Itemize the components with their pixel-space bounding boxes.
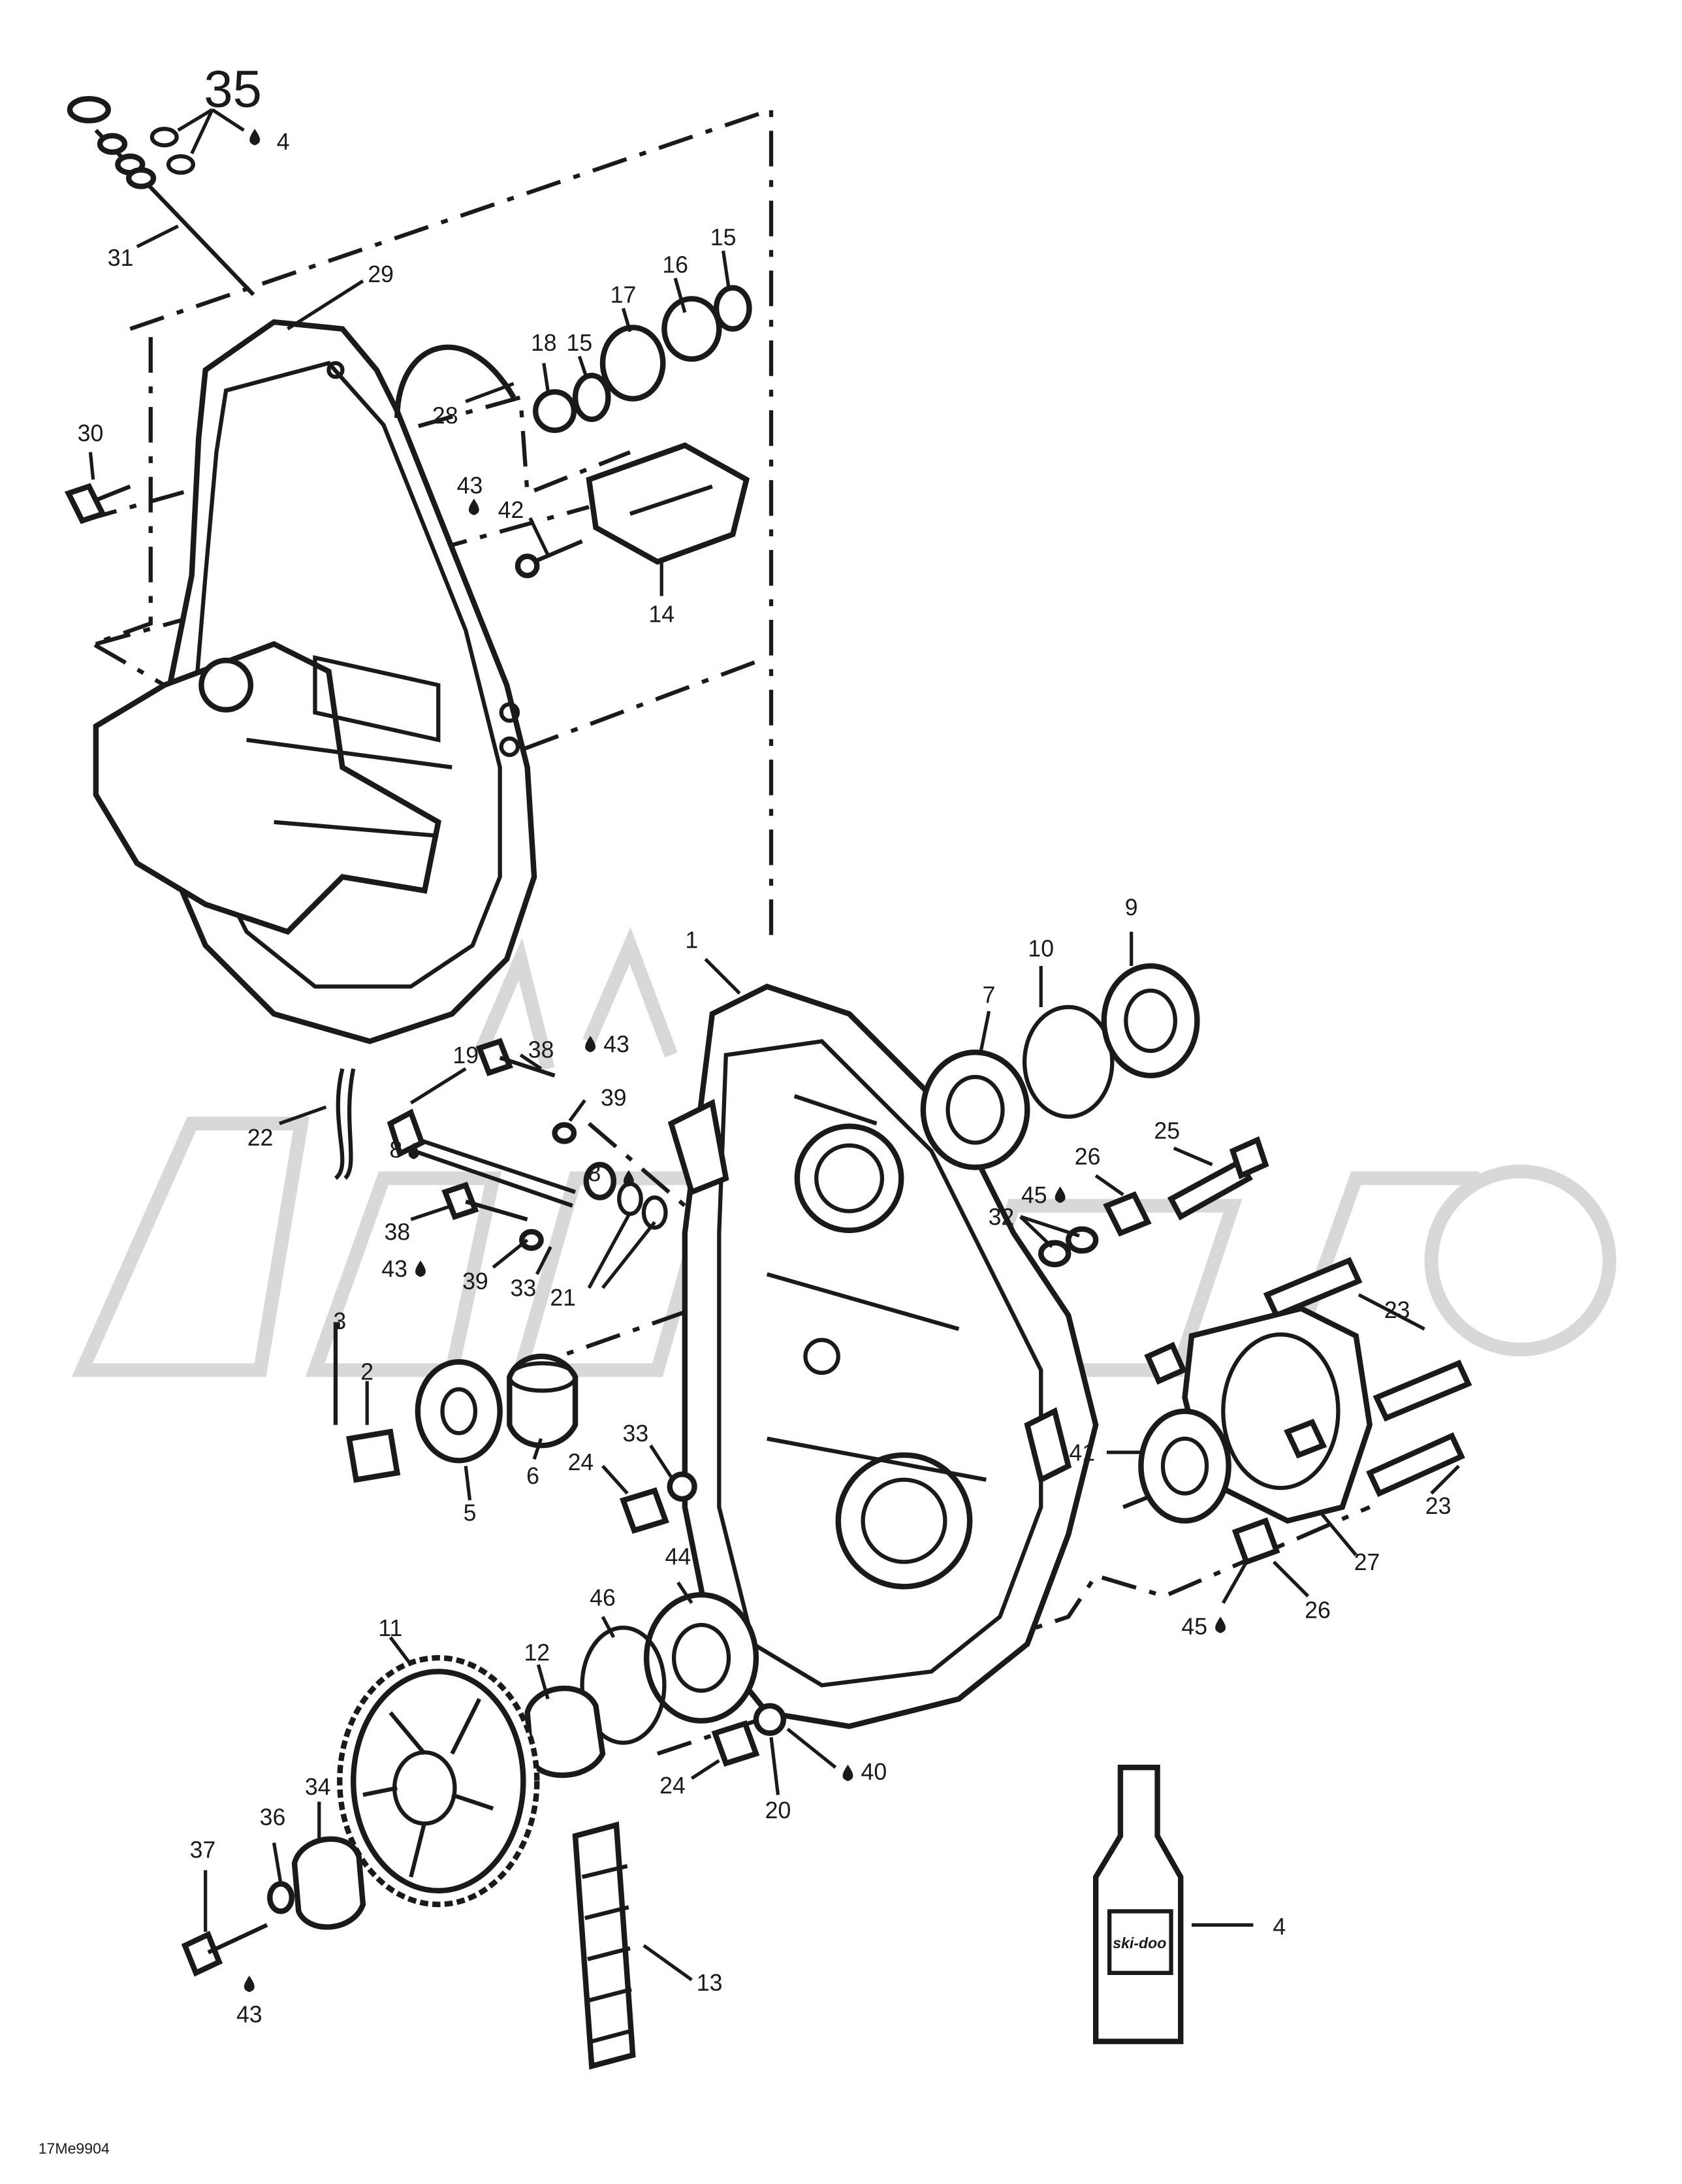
- callout-32: 32: [989, 1204, 1015, 1230]
- oil-drop-icon: [408, 1142, 419, 1159]
- callout-33: 33: [623, 1421, 649, 1447]
- callout-18: 18: [531, 330, 557, 356]
- callout-25: 25: [1154, 1117, 1180, 1144]
- callout-7: 7: [983, 982, 996, 1008]
- chaincase-housing: [667, 983, 1099, 1729]
- oil-drop-icons: [244, 129, 1226, 1993]
- callout-20: 20: [765, 1797, 791, 1823]
- callout-36: 36: [260, 1804, 286, 1830]
- callout-2: 2: [360, 1359, 373, 1385]
- callout-13: 13: [697, 1970, 723, 1996]
- callout-21: 21: [550, 1285, 576, 1311]
- chain-13: [572, 1821, 636, 2070]
- oil-drop-icon: [415, 1261, 426, 1277]
- callout-39: 39: [601, 1085, 627, 1111]
- callout-43: 43: [457, 472, 483, 498]
- callout-28: 28: [432, 402, 458, 428]
- callout-8: 8: [389, 1137, 402, 1163]
- callout-4: 4: [277, 129, 290, 155]
- upper-right-fasteners: [1038, 1136, 1269, 1268]
- callout-33: 33: [510, 1276, 536, 1302]
- callout-38: 38: [385, 1219, 411, 1245]
- callout-10: 10: [1028, 935, 1054, 961]
- chaincase-cover: [93, 319, 537, 1044]
- callout-45: 45: [1021, 1182, 1047, 1208]
- callouts: 35 4 31 29 15 16 17 15 18 28 30 43 42 14…: [78, 60, 1452, 2028]
- callout-26: 26: [1305, 1598, 1331, 1624]
- oil-drop-icon: [842, 1764, 853, 1782]
- callout-39: 39: [462, 1268, 488, 1294]
- callout-6: 6: [526, 1463, 539, 1489]
- callout-35: 35: [204, 60, 262, 118]
- callout-3: 3: [333, 1308, 346, 1334]
- oil-drop-icon: [1055, 1186, 1066, 1203]
- callout-26: 26: [1075, 1144, 1101, 1170]
- callout-44: 44: [665, 1544, 691, 1570]
- callout-15: 15: [710, 225, 737, 251]
- callout-15: 15: [566, 330, 592, 356]
- oil-drop-icon: [249, 129, 261, 146]
- callout-11: 11: [378, 1615, 402, 1641]
- lower-bearing-group: [524, 1592, 787, 1778]
- small-sprocket-group: [333, 1322, 579, 1483]
- callout-12: 12: [524, 1640, 550, 1666]
- callout-9: 9: [1125, 894, 1138, 920]
- oil-drop-icon: [468, 498, 479, 515]
- large-sprocket-11: [337, 1655, 540, 1908]
- callout-43: 43: [236, 2001, 262, 2027]
- callout-41: 41: [1069, 1439, 1095, 1466]
- callout-8: 8: [588, 1160, 601, 1186]
- lower-right-group: [1138, 1257, 1472, 1566]
- callout-27: 27: [1354, 1549, 1380, 1575]
- callout-34: 34: [305, 1774, 331, 1800]
- callout-5: 5: [464, 1500, 477, 1526]
- callout-43: 43: [381, 1256, 407, 1282]
- wire-28: [394, 344, 516, 418]
- figure-code: 17Me9904: [39, 2140, 110, 2157]
- callout-24: 24: [568, 1449, 594, 1475]
- product-label: ski-doo: [1113, 1935, 1166, 1951]
- callout-42: 42: [498, 497, 524, 523]
- oil-drop-icon: [244, 1976, 255, 1993]
- callout-37: 37: [190, 1837, 216, 1863]
- callout-38: 38: [528, 1037, 554, 1063]
- callout-29: 29: [368, 261, 394, 287]
- callout-23: 23: [1425, 1493, 1452, 1519]
- callout-31: 31: [108, 245, 134, 271]
- sprocket-fasteners: [181, 1836, 366, 1977]
- callout-46: 46: [590, 1585, 616, 1611]
- oil-drop-icon: [1215, 1616, 1226, 1633]
- callout-24: 24: [659, 1773, 686, 1799]
- callout-14: 14: [648, 601, 674, 627]
- dipstick-31: [67, 95, 255, 297]
- tensioner-parts: [533, 285, 752, 433]
- callout-40: 40: [861, 1759, 887, 1785]
- oil-drop-icon: [585, 1035, 596, 1053]
- callout-23: 23: [1384, 1297, 1410, 1323]
- bolt-30: [64, 483, 131, 524]
- callout-16: 16: [662, 252, 688, 278]
- middle-fasteners: [620, 1471, 697, 1534]
- callout-45: 45: [1181, 1614, 1207, 1640]
- callout-4: 4: [1273, 1914, 1286, 1940]
- leader-lines: [88, 108, 1460, 1982]
- upper-bearing-group: [920, 963, 1200, 1170]
- oil-drop-icon: [623, 1170, 634, 1187]
- callout-19: 19: [452, 1042, 479, 1068]
- oil-bottle: ski-doo: [1092, 1764, 1184, 2044]
- callout-43: 43: [603, 1031, 629, 1057]
- tensioner-bracket-14: [515, 442, 750, 579]
- callout-22: 22: [247, 1125, 274, 1151]
- callout-30: 30: [78, 421, 104, 447]
- callout-17: 17: [611, 282, 637, 308]
- callout-1: 1: [685, 927, 698, 954]
